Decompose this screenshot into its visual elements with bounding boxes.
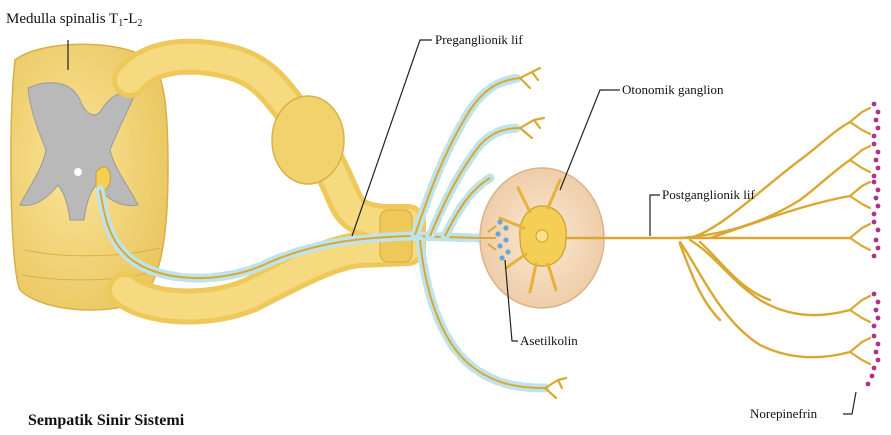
postganglionic-fiber	[566, 122, 850, 357]
postganglionic-fiber-label: Postganglionik lif	[662, 187, 755, 202]
nerve-terminals	[850, 102, 880, 387]
norepinephrine-vesicles	[866, 102, 881, 387]
preganglionic-fiber-label: Preganglionik lif	[435, 32, 523, 47]
autonomic-ganglion-label: Otonomik ganglion	[622, 82, 724, 97]
acetylcholine-label: Asetilkolin	[520, 333, 578, 348]
spinal-cord-label: Medulla spinalis T1-L2	[6, 11, 142, 29]
norepinephrine-label: Norepinefrin	[750, 406, 818, 421]
diagram-title: Sempatik Sinir Sistemi	[28, 412, 185, 429]
